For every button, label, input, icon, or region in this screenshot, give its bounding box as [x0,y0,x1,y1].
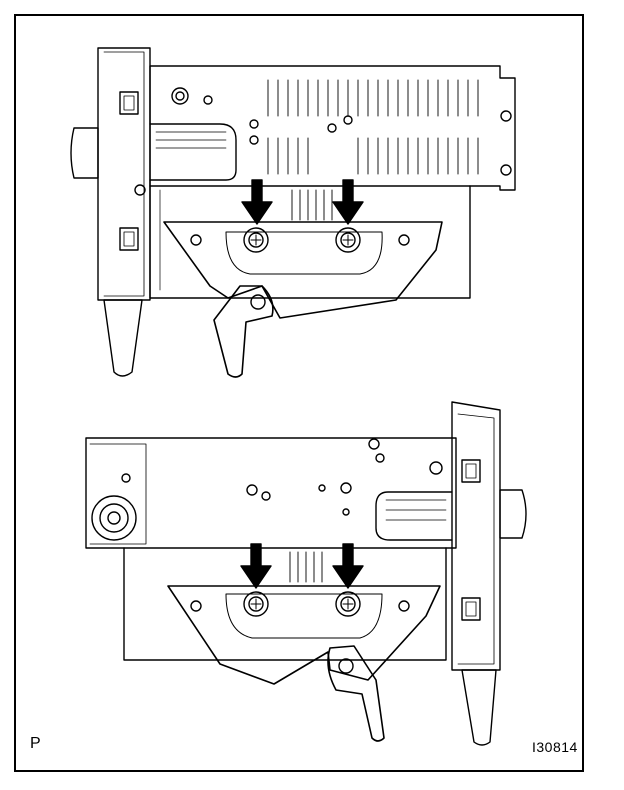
down-arrow-icon [241,179,273,225]
bolt-icon [335,227,361,253]
down-arrow-icon [332,543,364,589]
figure-code: I30814 [532,739,578,755]
bolt-icon [243,227,269,253]
corner-label: P [30,735,41,752]
down-arrow-icon [240,543,272,589]
down-arrow-icon [332,179,364,225]
bolt-icon [335,591,361,617]
bolt-icon [243,591,269,617]
illustration-frame [14,14,584,772]
top-assembly [70,47,516,378]
bottom-assembly [85,401,527,746]
